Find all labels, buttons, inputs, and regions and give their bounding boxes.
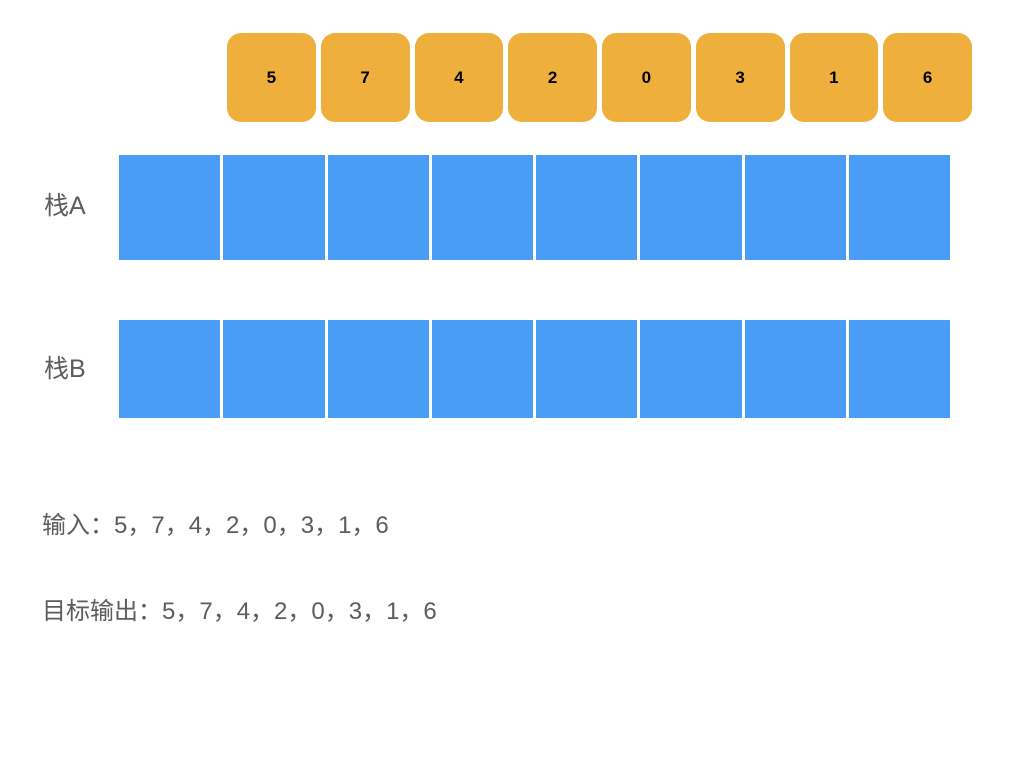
stack-a-cell[interactable] bbox=[327, 155, 429, 260]
stack-b-cell[interactable] bbox=[327, 320, 429, 418]
stack-b-row bbox=[119, 320, 950, 418]
stack-b-cell[interactable] bbox=[536, 320, 638, 418]
target-output-caption: 目标输出：5，7，4，2，0，3，1，6 bbox=[42, 598, 437, 625]
stack-b-label: 栈B bbox=[44, 355, 86, 383]
stack-a-cell[interactable] bbox=[431, 155, 533, 260]
stack-a-cell[interactable] bbox=[223, 155, 325, 260]
stack-a-cell[interactable] bbox=[119, 155, 221, 260]
input-sequence-caption: 输入：5，7，4，2，0，3，1，6 bbox=[42, 512, 389, 539]
stack-a-label: 栈A bbox=[44, 192, 86, 220]
input-card[interactable]: 0 bbox=[602, 33, 691, 122]
stack-b-cell[interactable] bbox=[848, 320, 950, 418]
input-card[interactable]: 4 bbox=[414, 33, 504, 122]
input-card[interactable]: 6 bbox=[883, 33, 972, 122]
stack-b-cell[interactable] bbox=[223, 320, 325, 418]
stack-b-cell[interactable] bbox=[119, 320, 221, 418]
stack-b-cell[interactable] bbox=[744, 320, 846, 418]
stack-a-cell[interactable] bbox=[848, 155, 950, 260]
input-card[interactable]: 5 bbox=[227, 33, 316, 122]
stack-b-cell[interactable] bbox=[431, 320, 533, 418]
stack-b-cell[interactable] bbox=[640, 320, 742, 418]
stack-a-cell[interactable] bbox=[744, 155, 846, 260]
input-card[interactable]: 1 bbox=[789, 33, 879, 122]
input-card[interactable]: 7 bbox=[320, 33, 410, 122]
stack-a-cell[interactable] bbox=[640, 155, 742, 260]
stack-a-cell[interactable] bbox=[536, 155, 638, 260]
input-card[interactable]: 2 bbox=[508, 33, 597, 122]
stack-a-row bbox=[119, 155, 950, 260]
input-card-row: 5 7 4 2 0 3 1 6 bbox=[227, 33, 972, 122]
input-card[interactable]: 3 bbox=[695, 33, 785, 122]
